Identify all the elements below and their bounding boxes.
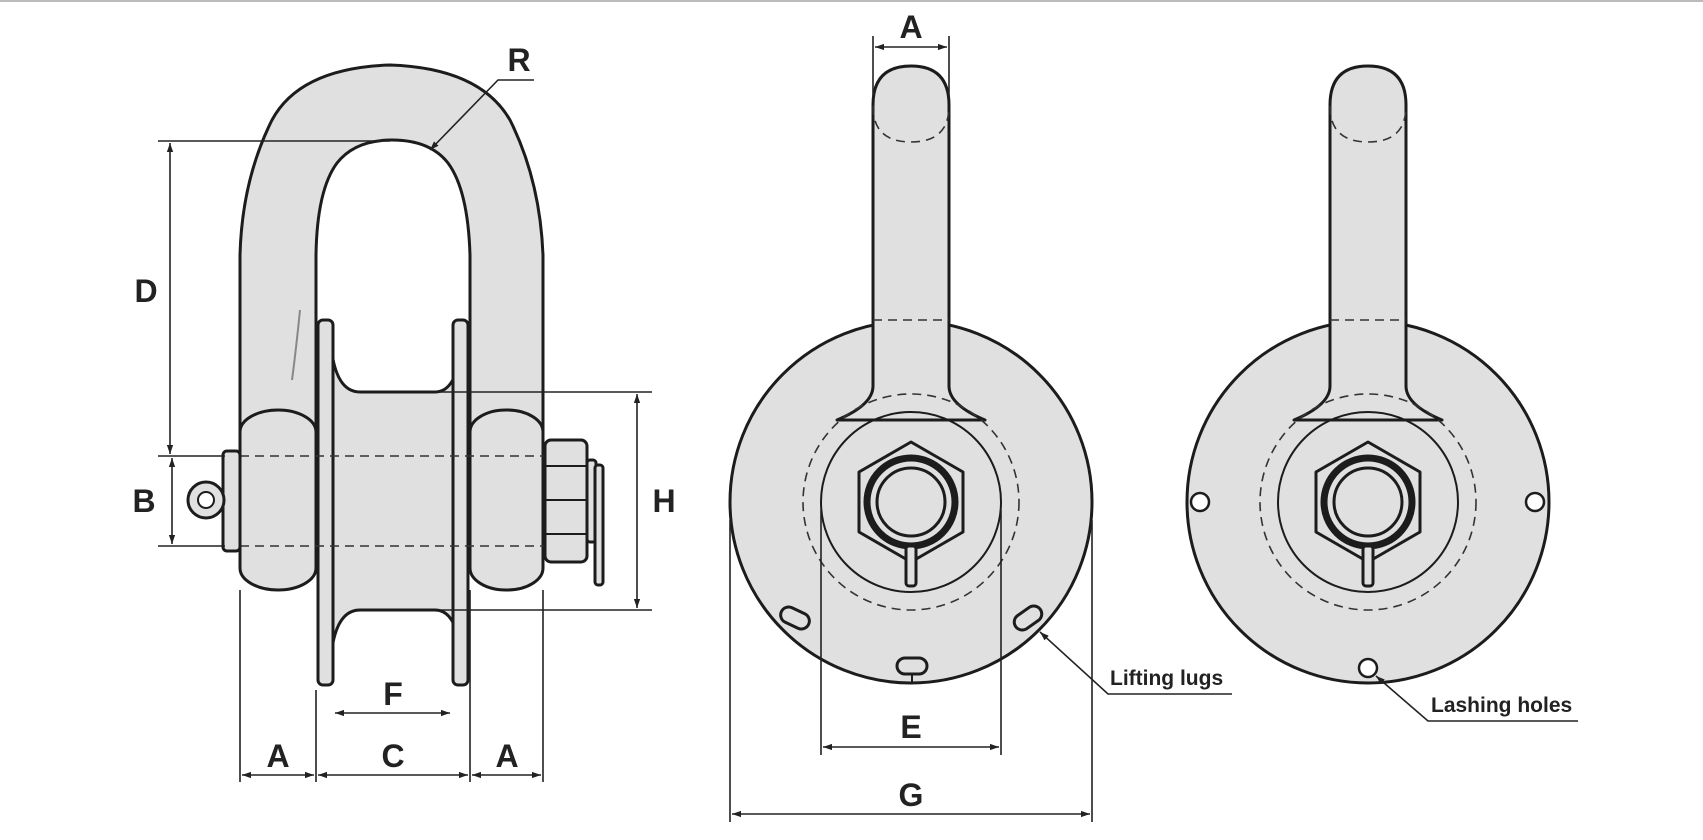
lashing-hole-right [1524, 491, 1546, 513]
front-view-dimensions: A E G Lifting lugs Lashing holes [729, 9, 1578, 822]
hub-ring-2 [1277, 411, 1459, 593]
lashing-hole-left [1189, 491, 1211, 513]
bow-arm-2 [1292, 64, 1444, 422]
label-b: B [132, 483, 155, 519]
cotter-2 [1361, 544, 1375, 588]
lifting-lug-left [779, 605, 811, 631]
pin-face-2 [1332, 466, 1404, 538]
label-a-left: A [266, 738, 289, 774]
label-lifting-lugs: Lifting lugs [1110, 667, 1223, 690]
pin-face-1 [875, 466, 947, 538]
side-view-dimensions: R D B H F A C A [132, 42, 676, 782]
bow-arm-1-hidden-end [872, 105, 950, 143]
r-leader [429, 79, 534, 151]
cotter-1 [904, 544, 918, 588]
label-f: F [383, 676, 403, 712]
label-d: D [134, 273, 157, 309]
front-view-lashing-holes [1185, 64, 1551, 685]
hub-ring-1 [820, 411, 1002, 593]
right-flange [451, 318, 470, 687]
spool-body [328, 320, 464, 682]
bow-detail-mark [291, 309, 301, 381]
bow-arm-1 [835, 64, 987, 422]
label-e: E [900, 709, 921, 745]
bow-arm-2-hidden-end [1329, 105, 1407, 143]
label-lashing-holes: Lashing holes [1431, 694, 1572, 717]
pin-head-left [221, 449, 242, 553]
cotter-pin [593, 463, 605, 587]
hidden-circle-1 [802, 393, 1020, 611]
front-view-lifting-lugs [728, 64, 1094, 685]
shackle-bow [238, 63, 545, 502]
lashing-holes-leader [1375, 675, 1578, 722]
label-r: R [507, 42, 530, 78]
left-flange [316, 318, 335, 687]
lifting-lugs-leader [1039, 631, 1232, 695]
label-a-top: A [899, 9, 922, 45]
label-h: H [652, 483, 675, 519]
label-g: G [899, 777, 924, 813]
left-lug [238, 408, 318, 592]
hidden-circle-2 [1259, 393, 1477, 611]
right-lug [468, 408, 545, 592]
side-view [186, 63, 605, 687]
label-c: C [381, 738, 404, 774]
lifting-lug-bottom [895, 656, 929, 676]
label-a-right: A [495, 738, 518, 774]
pin-eye-hole [197, 491, 215, 509]
lashing-hole-bottom [1357, 657, 1379, 679]
lifting-lug-right [1012, 604, 1044, 632]
